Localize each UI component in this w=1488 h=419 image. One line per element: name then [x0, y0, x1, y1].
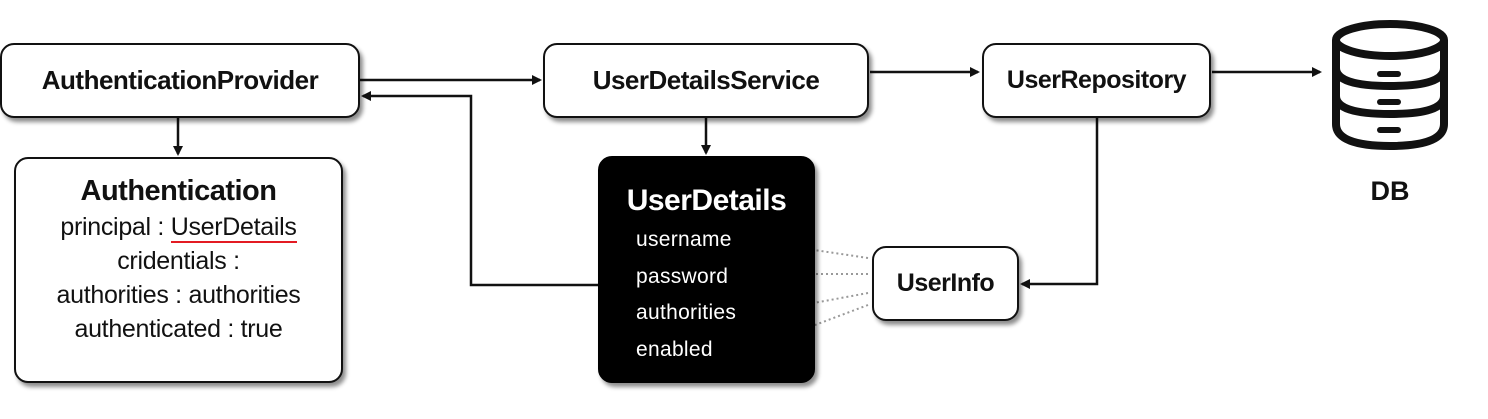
user-details-node: UserDetails username password authoritie…: [598, 156, 815, 383]
user-details-field-password: password: [636, 264, 729, 288]
user-details-title: UserDetails: [626, 184, 787, 217]
arrow-userdetails-to-provider: [361, 91, 598, 287]
authentication-credentials: cridentials :: [117, 247, 240, 275]
authentication-title: Authentication: [80, 175, 278, 207]
user-repository-node: UserRepository: [982, 43, 1211, 118]
db-label: DB: [1370, 176, 1410, 206]
user-details-field-username: username: [636, 228, 732, 251]
database-icon: [1332, 20, 1448, 151]
principal-value: UserDetails: [170, 213, 297, 243]
authentication-node: Authentication principal : UserDetails c…: [14, 157, 343, 383]
user-details-service-label: UserDetailsService: [592, 65, 820, 95]
arrow-repository-to-userinfo: [1020, 118, 1099, 289]
user-info-label: UserInfo: [896, 269, 995, 297]
principal-key: principal :: [60, 213, 171, 241]
authentication-principal: principal : UserDetails: [60, 210, 297, 244]
user-info-node: UserInfo: [872, 246, 1019, 321]
authentication-authorities: authorities : authorities: [56, 281, 301, 309]
authentication-provider-node: AuthenticationProvider: [0, 43, 360, 118]
user-details-field-authorities: authorities: [636, 301, 737, 324]
authentication-authenticated: authenticated : true: [74, 315, 283, 343]
user-details-service-node: UserDetailsService: [543, 43, 869, 118]
user-repository-label: UserRepository: [1006, 66, 1187, 94]
authentication-provider-label: AuthenticationProvider: [41, 65, 319, 95]
user-details-field-enabled: enabled: [636, 337, 713, 361]
